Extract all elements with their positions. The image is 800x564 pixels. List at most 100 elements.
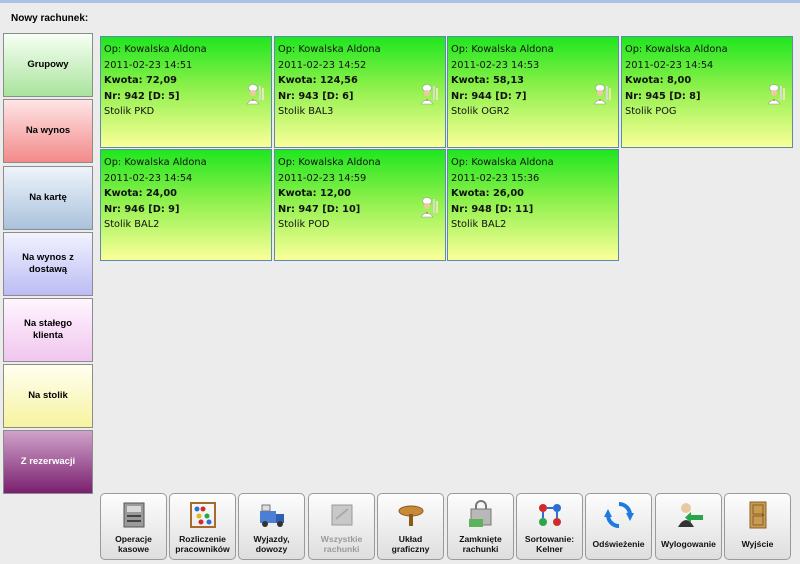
bill-datetime: 2011-02-23 14:52 [278, 59, 367, 71]
bill-operator: Op: Kowalska Aldona [104, 157, 207, 168]
table-layout-icon [395, 499, 427, 531]
category-table-button[interactable]: Na stolik [3, 364, 93, 428]
bill-operator: Op: Kowalska Aldona [451, 44, 554, 55]
bill-table: Stolik PKD [104, 106, 155, 117]
category-takeaway-button[interactable]: Na wynos [3, 99, 93, 163]
bill-operator: Op: Kowalska Aldona [625, 44, 728, 55]
bill-number: Nr: 944 [D: 7] [451, 90, 527, 102]
bill-table: Stolik BAL3 [278, 106, 334, 117]
toolbar-button-label: Wylogowanie [661, 539, 716, 550]
bill-datetime: 2011-02-23 14:53 [451, 59, 540, 71]
bill-number: Nr: 942 [D: 5] [104, 90, 180, 102]
refresh-icon [603, 499, 635, 531]
category-label: Na stałego klienta [23, 318, 73, 341]
toolbar-button-label: graficzny [391, 544, 430, 555]
sort-icon [534, 499, 566, 531]
toolbar-button-label: Odświeżenie [592, 539, 645, 550]
bill-datetime: 2011-02-23 14:54 [625, 59, 714, 71]
bill-number: Nr: 945 [D: 8] [625, 90, 701, 102]
bill-datetime: 2011-02-23 14:51 [104, 59, 193, 71]
bill-operator: Op: Kowalska Aldona [278, 157, 381, 168]
category-group-button[interactable]: Grupowy [3, 33, 93, 97]
bill-amount: Kwota: 26,00 [451, 188, 524, 199]
bill-amount: Kwota: 8,00 [625, 75, 692, 86]
bill-number: Nr: 948 [D: 11] [451, 203, 534, 215]
bill-datetime: 2011-02-23 14:59 [278, 172, 367, 184]
chef-icon [419, 83, 441, 105]
closed-bills-icon [465, 499, 497, 531]
toolbar-button-label: Zamknięte [459, 534, 502, 545]
category-label: Z rezerwacji [20, 456, 76, 468]
bill-amount: Kwota: 12,00 [278, 188, 351, 199]
chef-icon [419, 196, 441, 218]
bill-amount: Kwota: 124,56 [278, 75, 358, 86]
logout-icon [673, 499, 705, 531]
toolbar-button-label: rachunki [323, 544, 360, 555]
chef-icon [245, 83, 267, 105]
toolbar-button-label: Operacje [115, 534, 152, 545]
toolbar-button[interactable]: Wyjazdy,dowozy [238, 493, 305, 560]
bill-number: Nr: 947 [D: 10] [278, 203, 361, 215]
category-label: Na wynos z [22, 252, 74, 264]
bills-icon [326, 499, 358, 531]
category-regular-customer-button[interactable]: Na stałego klienta [3, 298, 93, 362]
category-card-button[interactable]: Na kartę [3, 166, 93, 230]
toolbar-button-label: pracowników [175, 544, 230, 555]
toolbar-button-label: Rozliczenie [179, 534, 226, 545]
chef-icon [592, 83, 614, 105]
bill-table: Stolik BAL2 [104, 219, 160, 230]
toolbar-button[interactable]: Odświeżenie [585, 493, 652, 560]
chef-icon [766, 83, 788, 105]
toolbar-button-label: Układ [398, 534, 423, 545]
category-label: Na kartę [29, 192, 67, 204]
bill-table: Stolik OGR2 [451, 106, 510, 117]
delivery-truck-icon [256, 499, 288, 531]
toolbar-button-label: kasowe [117, 544, 150, 555]
category-label: dostawą [28, 264, 67, 275]
toolbar-button[interactable]: Sortowanie:Kelner [516, 493, 583, 560]
toolbar-button-label: dowozy [255, 544, 288, 555]
exit-door-icon [742, 499, 774, 531]
toolbar-button-label: rachunki [462, 544, 499, 555]
toolbar-button-label: Sortowanie: [524, 534, 575, 545]
bill-datetime: 2011-02-23 15:36 [451, 172, 540, 184]
toolbar-button-label: Wyjazdy, [253, 534, 290, 545]
toolbar-button-label: Wyjście [741, 539, 774, 550]
toolbar-button-label: Wszystkie [320, 534, 363, 545]
category-label: Grupowy [27, 59, 69, 71]
bill-amount: Kwota: 58,13 [451, 75, 524, 86]
category-delivery-button[interactable]: Na wynos z dostawą [3, 232, 93, 296]
cash-register-icon [118, 499, 150, 531]
bill-operator: Op: Kowalska Aldona [278, 44, 381, 55]
bill-amount: Kwota: 24,00 [104, 188, 177, 199]
toolbar-button[interactable]: Wylogowanie [655, 493, 722, 560]
category-reservation-button[interactable]: Z rezerwacji [3, 430, 93, 494]
toolbar-button-label: Kelner [536, 544, 563, 555]
bill-number: Nr: 946 [D: 9] [104, 203, 180, 215]
bill-datetime: 2011-02-23 14:54 [104, 172, 193, 184]
bill-number: Nr: 943 [D: 6] [278, 90, 354, 102]
bill-table: Stolik POG [625, 106, 677, 117]
new-bill-label: Nowy rachunek: [11, 13, 89, 24]
toolbar-button[interactable]: Wyjście [724, 493, 791, 560]
bill-amount: Kwota: 72,09 [104, 75, 177, 86]
abacus-icon [187, 499, 219, 531]
bill-operator: Op: Kowalska Aldona [104, 44, 207, 55]
bill-table: Stolik BAL2 [451, 219, 507, 230]
category-label: Na stolik [28, 390, 68, 402]
bill-table: Stolik POD [278, 219, 330, 230]
bill-operator: Op: Kowalska Aldona [451, 157, 554, 168]
category-label: Na wynos [25, 125, 71, 137]
